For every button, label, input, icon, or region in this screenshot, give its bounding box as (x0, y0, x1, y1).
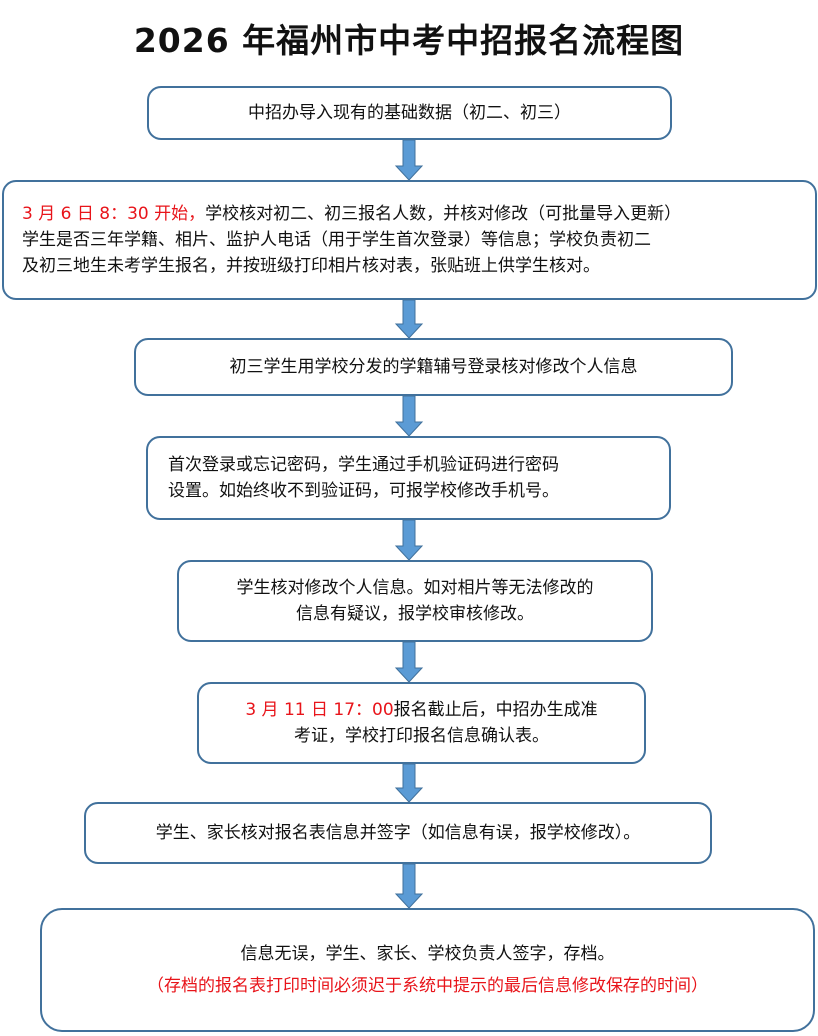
step-4-line-1: 首次登录或忘记密码，学生通过手机验证码进行密码 (168, 455, 559, 475)
page-title: 2026 年福州市中考中招报名流程图 (133, 21, 685, 60)
arrow-down-icon (394, 763, 424, 803)
step-6-text-1: 报名截止后，中招办生成准 (393, 700, 598, 720)
step-4-box: 首次登录或忘记密码，学生通过手机验证码进行密码 设置。如始终收不到验证码，可报学… (146, 436, 671, 520)
step-4-line-2: 设置。如始终收不到验证码，可报学校修改手机号。 (168, 481, 559, 501)
step-8-text: 信息无误，学生、家长、学校负责人签字，存档。 (240, 944, 615, 964)
step-6-box: 3 月 11 日 17：00报名截止后，中招办生成准 考证，学校打印报名信息确认… (197, 682, 646, 764)
step-2-text-1: 学校核对初二、初三报名人数，并核对修改（可批量导入更新） (205, 204, 682, 224)
step-5-line-1: 学生核对修改个人信息。如对相片等无法修改的 (236, 578, 594, 598)
step-6-line-1: 3 月 11 日 17：00报名截止后，中招办生成准 (199, 697, 644, 723)
step-6-line-2: 考证，学校打印报名信息确认表。 (294, 726, 549, 746)
arrow-down-icon (394, 519, 424, 561)
step-8-box: 信息无误，学生、家长、学校负责人签字，存档。 （存档的报名表打印时间必须迟于系统… (40, 908, 815, 1032)
step-6-date-highlight: 3 月 11 日 17：00 (245, 700, 394, 720)
arrow-down-icon (394, 395, 424, 437)
step-2-line-2: 学生是否三年学籍、相片、监护人电话（用于学生首次登录）等信息；学校负责初二 (22, 230, 651, 250)
step-2-line-1: 3 月 6 日 8：30 开始，学校核对初二、初三报名人数，并核对修改（可批量导… (22, 201, 815, 227)
arrow-down-icon (394, 863, 424, 909)
step-2-date-highlight: 3 月 6 日 8：30 开始， (22, 204, 206, 224)
step-2-line-3: 及初三地生未考学生报名，并按班级打印相片核对表，张贴班上供学生核对。 (22, 256, 600, 276)
step-1-box: 中招办导入现有的基础数据（初二、初三） (147, 86, 672, 140)
arrow-down-icon (394, 299, 424, 339)
arrow-down-icon (394, 641, 424, 683)
step-7-text: 学生、家长核对报名表信息并签字（如信息有误，报学校修改）。 (155, 823, 641, 843)
step-8-note: （存档的报名表打印时间必须迟于系统中提示的最后信息修改保存的时间） (147, 976, 708, 996)
arrow-down-icon (394, 139, 424, 181)
step-5-box: 学生核对修改个人信息。如对相片等无法修改的 信息有疑议，报学校审核修改。 (177, 560, 653, 642)
step-5-line-2: 信息有疑议，报学校审核修改。 (296, 604, 534, 624)
step-2-box: 3 月 6 日 8：30 开始，学校核对初二、初三报名人数，并核对修改（可批量导… (2, 180, 817, 300)
step-1-text: 中招办导入现有的基础数据（初二、初三） (248, 103, 571, 123)
step-3-text: 初三学生用学校分发的学籍辅号登录核对修改个人信息 (229, 357, 638, 377)
step-3-box: 初三学生用学校分发的学籍辅号登录核对修改个人信息 (134, 338, 733, 396)
step-7-box: 学生、家长核对报名表信息并签字（如信息有误，报学校修改）。 (84, 802, 712, 864)
